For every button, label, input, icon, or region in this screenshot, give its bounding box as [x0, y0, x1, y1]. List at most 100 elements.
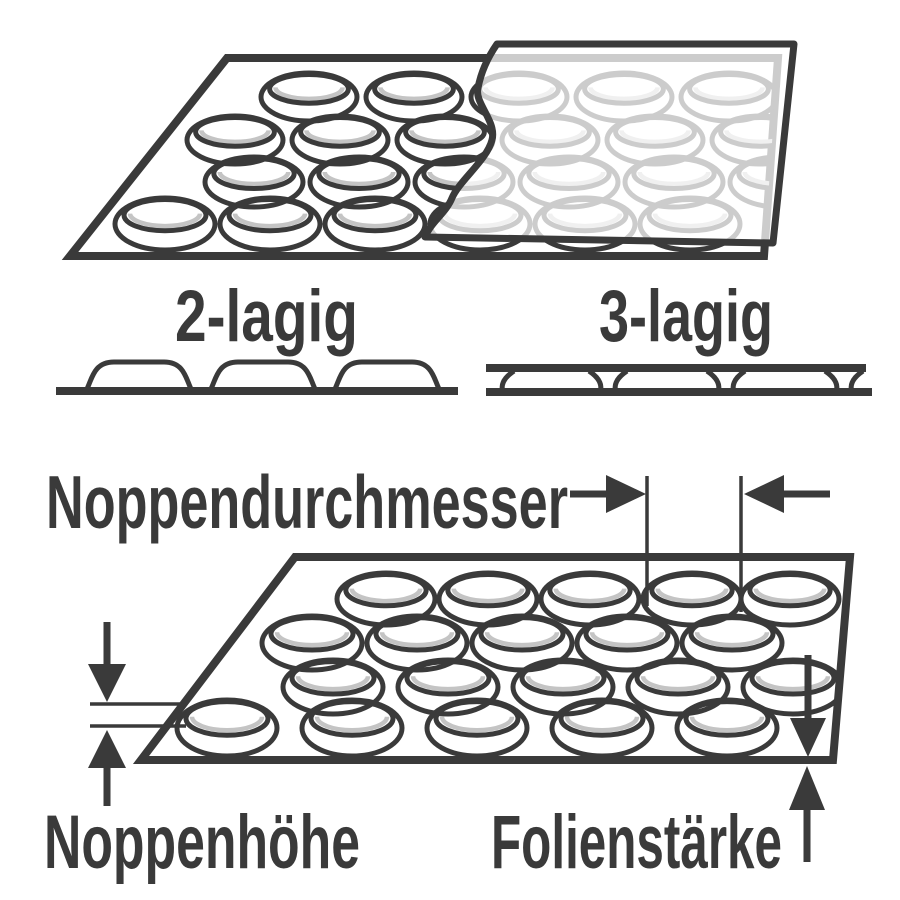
- bubble-top-ellipse: [267, 71, 351, 106]
- bubble: [112, 195, 218, 253]
- bubble-top-ellipse: [649, 572, 735, 609]
- bubble: [280, 657, 386, 717]
- bubble-back-rim: [553, 588, 627, 604]
- bubble-top-ellipse: [298, 114, 382, 149]
- bubble-wall: [848, 368, 865, 393]
- label-noppenhoehe: Noppenhöhe: [44, 800, 360, 885]
- bubble-wall: [612, 368, 629, 393]
- left-arrow-icon: [744, 475, 784, 513]
- bubble: [307, 154, 411, 210]
- bubble-bump: [83, 359, 195, 393]
- dim-noppenhoehe: [88, 622, 186, 806]
- bubble-top-ellipse: [688, 615, 776, 653]
- bubble-top-ellipse: [445, 572, 531, 609]
- cross-section-3-layer: [486, 364, 872, 396]
- bubble-back-rim: [314, 716, 390, 733]
- bubble: [574, 613, 680, 673]
- label-noppendurchmesser: Noppendurchmesser: [46, 460, 568, 544]
- bubble-back-rim: [189, 716, 265, 733]
- bubble: [299, 697, 405, 759]
- cross-section-2-layer: [56, 359, 458, 395]
- film-overlay: [421, 40, 798, 247]
- bubble-back-rim: [127, 213, 203, 229]
- up-arrow-icon: [789, 766, 825, 810]
- bubble-back-rim: [274, 631, 350, 648]
- bubble-wall: [587, 368, 604, 393]
- bubble-back-rim: [322, 171, 396, 187]
- bubble-top-ellipse: [331, 197, 419, 234]
- bubble-back-rim: [694, 631, 770, 648]
- bubble-bump: [207, 359, 319, 393]
- bubble-top-ellipse: [683, 699, 771, 738]
- bubble: [217, 195, 323, 253]
- bubble-back-rim: [564, 716, 640, 733]
- bubble: [625, 657, 731, 717]
- bubble-back-rim: [451, 588, 525, 604]
- bubble-back-rim: [349, 588, 423, 604]
- bubble-back-rim: [295, 675, 371, 692]
- bubble: [202, 154, 306, 210]
- down-arrow-icon: [88, 664, 126, 702]
- bubble: [549, 697, 655, 759]
- bubble-back-rim: [304, 129, 376, 145]
- bubble-top-ellipse: [547, 572, 633, 609]
- bubble-back-rim: [484, 631, 560, 648]
- bubble-back-rim: [755, 675, 831, 692]
- bubble-back-rim: [655, 588, 729, 604]
- bubble-back-rim: [273, 86, 345, 102]
- bubble-top-ellipse: [404, 659, 492, 697]
- bubble-back-rim: [337, 213, 413, 229]
- bubble-top-ellipse: [343, 572, 429, 609]
- bubble-top-ellipse: [558, 699, 646, 738]
- bubble-back-rim: [232, 213, 308, 229]
- bubble-top-ellipse: [289, 659, 377, 697]
- bubble: [679, 613, 785, 673]
- bubble-top-ellipse: [211, 156, 297, 191]
- bubble-wall: [705, 368, 722, 393]
- bubble: [395, 657, 501, 717]
- bubble-back-rim: [378, 86, 450, 102]
- bubble-top-ellipse: [747, 572, 833, 609]
- bubble-top-ellipse: [226, 197, 314, 234]
- label-2-lagig: 2-lagig: [175, 276, 358, 357]
- bubble-top-ellipse: [478, 615, 566, 653]
- bubble-wall: [823, 368, 840, 393]
- dim-noppendurchmesser: [570, 475, 830, 612]
- bubble: [174, 697, 280, 759]
- bubble-top-ellipse: [749, 659, 837, 697]
- bubble-top-ellipse: [403, 114, 487, 149]
- bubble-top-ellipse: [373, 615, 461, 653]
- down-arrow-icon: [790, 718, 826, 757]
- bubble-top-ellipse: [308, 699, 396, 738]
- bubble: [674, 697, 780, 759]
- bottom-sheet-bubbles: [174, 570, 846, 759]
- bubble-back-rim: [753, 588, 827, 604]
- dim-folienstaerke: [789, 655, 826, 862]
- bubble-back-rim: [525, 675, 601, 692]
- bubble-top-ellipse: [268, 615, 356, 653]
- bubble: [289, 113, 391, 167]
- bubble-back-rim: [409, 129, 481, 145]
- bubble-wall: [730, 368, 747, 393]
- label-3-lagig: 3-lagig: [599, 276, 773, 357]
- bubble-back-rim: [217, 171, 291, 187]
- bubble-back-rim: [379, 631, 455, 648]
- bottom-sheet-illustration: [132, 553, 855, 764]
- bubble-top-ellipse: [183, 699, 271, 738]
- bubble-top-ellipse: [316, 156, 402, 191]
- bubble: [424, 697, 530, 759]
- bubble-back-rim: [439, 716, 515, 733]
- right-arrow-icon: [606, 475, 646, 513]
- bubble-back-rim: [199, 129, 271, 145]
- bubble: [322, 195, 428, 253]
- bubble-top-ellipse: [193, 114, 277, 149]
- label-folienstaerke: Folienstärke: [491, 800, 782, 885]
- bubble-top-ellipse: [583, 615, 671, 653]
- bubble-back-rim: [689, 716, 765, 733]
- bubble-top-ellipse: [519, 659, 607, 697]
- bubble-back-rim: [410, 675, 486, 692]
- up-arrow-icon: [88, 730, 126, 768]
- bubble-top-ellipse: [121, 197, 209, 234]
